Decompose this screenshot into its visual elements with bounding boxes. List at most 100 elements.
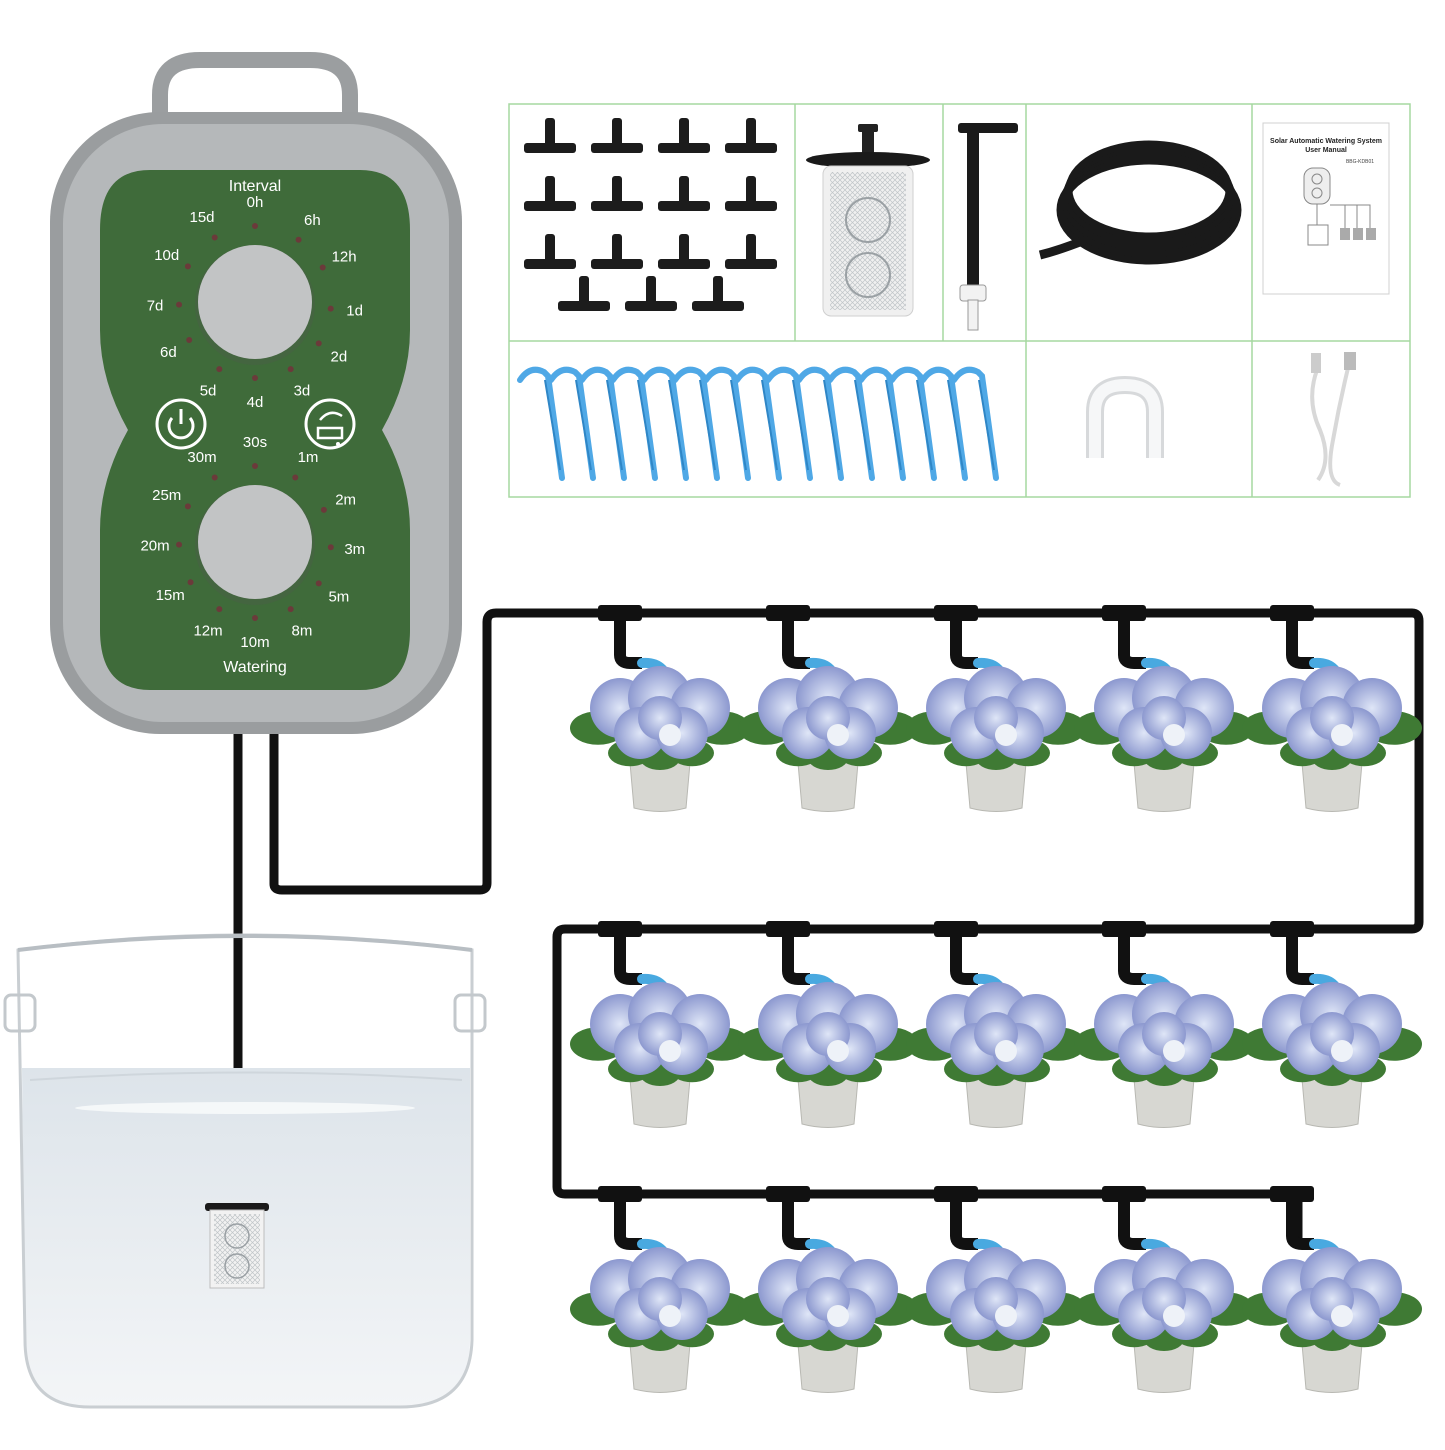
kit-contents-panel [508,103,1411,498]
dial-option-label: 12m [193,622,222,639]
dial-tick [292,474,299,481]
dial-tick [187,579,194,586]
drip-stake-icon [548,366,596,481]
dial-option-label: 15d [189,209,214,226]
plants-group [570,605,1422,1393]
dial-option-label: 15m [156,587,185,604]
drip-stake-icon [672,366,720,481]
potted-plant [738,605,918,812]
drip-stake-icon [765,366,813,481]
dial-option-label: 1d [346,303,363,320]
potted-plant [1074,921,1254,1128]
drip-stake-icon [796,366,844,481]
tee-connector-icon [725,176,777,211]
dial-tick [176,301,183,308]
tee-connector-icon [591,234,643,269]
dial-option-label: 5m [328,588,349,605]
water-filter-icon [806,124,930,317]
dial-option-label: 30s [243,434,267,451]
hose-clip-icon [1086,375,1164,458]
dial-tick [295,236,302,243]
manual-water-button[interactable] [304,398,356,450]
potted-plant [738,1186,918,1393]
usb-cable-icon [1310,352,1356,487]
dial-option-label: 20m [140,537,169,554]
drip-stake-icon [579,366,627,481]
dial-option-label: 1m [298,449,319,466]
tee-connector-icon [625,276,677,311]
dial-tick [176,541,183,548]
drip-stake-icon [951,366,999,481]
dial-option-label: 3m [344,541,365,558]
potted-plant [1242,605,1422,812]
drip-stakes-group [517,366,999,481]
manual-title: Solar Automatic Watering System [1270,138,1382,145]
dial-tick [252,615,258,621]
manual-code: BBG-KDB01 [1346,159,1374,165]
user-manual-icon: Solar Automatic Watering System User Man… [1262,122,1390,295]
dial-tick [184,263,191,270]
dial-option-label: 10m [240,634,269,651]
dial-option-label: 12h [332,249,357,266]
tee-connector-icon [658,118,710,153]
potted-plant [906,921,1086,1128]
tee-connectors-group [524,118,777,311]
manual-subtitle: User Manual [1305,147,1347,154]
dial-tick [327,305,334,312]
tee-connector-icon [725,118,777,153]
dial-tick [315,580,322,587]
interval-knob[interactable] [198,245,312,359]
potted-plant [738,921,918,1128]
tee-connector-icon [658,176,710,211]
dial-tick [211,474,218,481]
hose-coil-icon [1038,140,1242,265]
tee-connector-icon [524,234,576,269]
watering-knob[interactable] [198,485,312,599]
dial-tick [186,337,193,343]
drip-stake-icon [610,366,658,481]
drip-stake-icon [517,366,565,481]
dial-tick [252,375,258,381]
tee-connector-icon [591,118,643,153]
dial-option-label: 10d [154,247,179,264]
dial-option-label: 3d [294,382,311,399]
water-bucket [3,933,487,1409]
power-button[interactable] [155,398,207,450]
tee-connector-icon [558,276,610,311]
tee-connector-icon [524,118,576,153]
dial-tick [211,234,218,241]
dial-tick [287,606,294,613]
pipe-connector-icon [958,123,1018,331]
dial-option-label: 4d [247,394,264,411]
potted-plant [570,605,750,812]
dial-tick [315,340,322,347]
watering-title: Watering [223,659,286,676]
drip-stake-icon [827,366,875,481]
drip-stake-icon [734,366,782,481]
potted-plant [1242,921,1422,1128]
tee-connector-icon [725,234,777,269]
dial-option-label: 8m [292,622,313,639]
drip-stake-icon [703,366,751,481]
watering-can-icon [316,411,344,446]
interval-title: Interval [229,178,281,195]
dial-option-label: 30m [187,449,216,466]
dial-tick [216,606,223,613]
power-icon [167,409,195,440]
potted-plant [1074,605,1254,812]
dial-option-label: 2m [335,492,356,509]
potted-plant [906,605,1086,812]
potted-plant [1242,1186,1422,1393]
dial-option-label: 6d [160,344,177,361]
dial-tick [287,366,294,373]
watering-dial: 30s 1m 2m 3m 5m 8m 10m 12m 15m 20m 25m 30m [140,434,365,651]
drip-stake-icon [641,366,689,481]
tee-connector-icon [524,176,576,211]
dial-option-label: 6h [304,212,321,229]
drip-stake-icon [920,366,968,481]
dial-tick [252,223,258,229]
dial-option-label: 2d [331,348,348,365]
dial-tick [320,506,327,513]
dial-option-label: 25m [152,487,181,504]
